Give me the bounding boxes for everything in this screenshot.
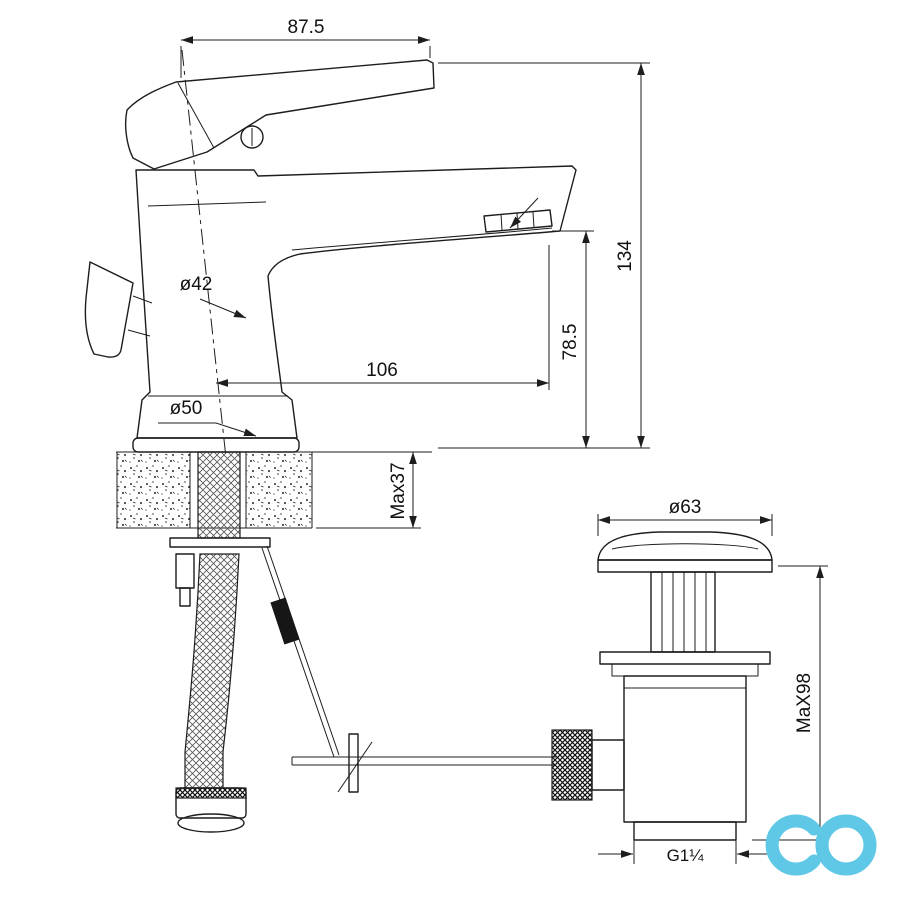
lift-rod-diagonal bbox=[261, 545, 340, 758]
drain-flange bbox=[599, 651, 771, 665]
dim-label: 87.5 bbox=[288, 17, 325, 38]
base-plate bbox=[132, 437, 300, 453]
spout-inner-contour bbox=[291, 227, 553, 251]
lift-rod-horizontal bbox=[291, 756, 556, 766]
dim-label: 78.5 bbox=[560, 324, 581, 361]
undersink-group bbox=[169, 451, 556, 833]
drain-inlet-knurled-nut bbox=[551, 729, 593, 801]
handle-crease-line bbox=[177, 82, 215, 149]
dim-dia63: ø63 bbox=[597, 497, 773, 536]
dim-label: Max37 bbox=[388, 462, 409, 519]
dim-max98: MaX98 bbox=[752, 565, 828, 841]
dim-label: G1¼ bbox=[667, 846, 705, 865]
aerator bbox=[483, 209, 553, 233]
hose-end-nut-knurl bbox=[175, 787, 247, 799]
dim-label: ø63 bbox=[669, 497, 702, 518]
faucet-group bbox=[84, 49, 577, 459]
pullrod-knob bbox=[84, 261, 134, 358]
logo-o-shape bbox=[815, 814, 877, 876]
rod-clamp-strap bbox=[337, 741, 373, 793]
dim-dia50: ø50 bbox=[158, 398, 257, 437]
drain-stem-slots bbox=[661, 572, 707, 652]
dim-g114: G1¼ bbox=[598, 824, 772, 865]
drain-cap-inner-line bbox=[611, 543, 759, 550]
faucet-centerline bbox=[181, 49, 227, 459]
spout-body-outline bbox=[135, 165, 577, 439]
logo-c-shape bbox=[765, 814, 821, 876]
drain-cap-rim bbox=[597, 559, 773, 573]
threaded-shank bbox=[197, 451, 241, 539]
brand-logo bbox=[765, 814, 877, 876]
mounting-bolt bbox=[179, 587, 191, 607]
water-outlet-arrow bbox=[509, 197, 539, 229]
dim-106: 106 bbox=[216, 245, 550, 390]
mounting-bracket bbox=[175, 553, 195, 589]
dim-label: MaX98 bbox=[794, 673, 815, 733]
drain-cap-dome bbox=[597, 531, 773, 561]
pullrod-knob-links bbox=[127, 295, 153, 337]
counter-cut-edges bbox=[116, 452, 313, 528]
counter-left-block bbox=[117, 453, 190, 527]
leader-line bbox=[199, 298, 247, 319]
leader-line bbox=[158, 422, 257, 437]
handle-lever-outline bbox=[124, 59, 435, 170]
dim-134: 134 bbox=[438, 62, 650, 449]
drain-body bbox=[623, 675, 747, 823]
deck-group bbox=[116, 451, 432, 529]
supply-hose bbox=[184, 553, 240, 789]
dim-label: ø50 bbox=[170, 398, 203, 419]
dim-label: 134 bbox=[615, 240, 636, 272]
lift-rod-ferrule bbox=[270, 597, 300, 645]
mounting-flange bbox=[169, 537, 271, 548]
dim-max37: Max37 bbox=[316, 452, 421, 529]
drain-group bbox=[551, 531, 773, 841]
body-collar-line bbox=[147, 201, 267, 207]
drain-flange-inner bbox=[611, 664, 759, 677]
drain-stem bbox=[650, 571, 716, 653]
dim-label: ø42 bbox=[180, 274, 213, 295]
drain-inlet-collar bbox=[591, 739, 625, 791]
dim-78-5: 78.5 bbox=[552, 230, 594, 448]
hose-end-cap bbox=[177, 813, 245, 833]
counter-right-block bbox=[246, 453, 312, 527]
drain-tail-thread bbox=[633, 821, 737, 841]
handle-pivot bbox=[240, 125, 264, 149]
dim-dia42: ø42 bbox=[180, 274, 247, 319]
dim-label: 106 bbox=[366, 360, 398, 381]
dim-87-5: 87.5 bbox=[180, 17, 431, 78]
rod-clamp-plate bbox=[348, 733, 359, 793]
